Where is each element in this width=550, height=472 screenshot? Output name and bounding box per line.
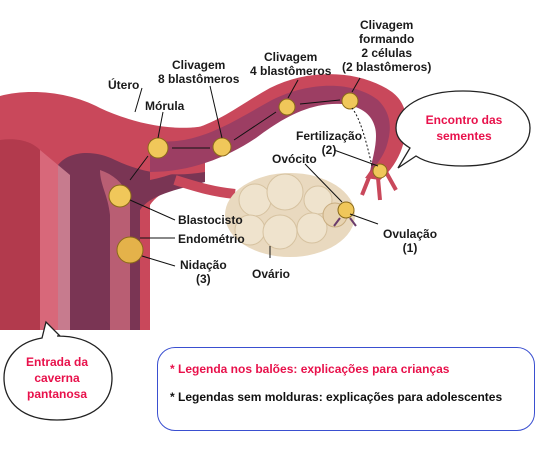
fallopian-tube: [150, 74, 407, 201]
label-ovulacao: Ovulação (1): [383, 227, 438, 255]
label-nidacao: Nidação (3): [180, 258, 227, 286]
four-cell-embryo: [278, 98, 296, 116]
legend-box: [157, 347, 535, 431]
implanted-embryo: [116, 236, 144, 264]
blastocyst-cell: [108, 184, 132, 208]
legend-line-adolescents: * Legendas sem molduras: explicações par…: [170, 390, 503, 404]
label-clivagem-2: Clivagem formando 2 células (2 blastômer…: [342, 18, 432, 74]
leader-lines: [129, 77, 379, 267]
speech-bubble-entrada: [3, 320, 113, 421]
label-ovocito: Ovócito: [272, 152, 317, 166]
uterus: [0, 92, 205, 330]
label-utero: Útero: [108, 78, 140, 92]
ovary: [225, 173, 355, 257]
fertilized-egg: [372, 163, 388, 179]
label-fertilizacao: Fertilização (2): [296, 129, 363, 157]
bubble-text-entrada: Entrada da caverna pantanosa: [25, 355, 88, 401]
label-clivagem-8: Clivagem 8 blastômeros: [158, 58, 240, 86]
path-arrow: [129, 155, 149, 181]
eight-cell-embryo: [212, 137, 232, 157]
label-morula: Mórula: [145, 99, 185, 113]
path-arrow: [299, 99, 341, 105]
label-endometrio: Endométrio: [178, 232, 245, 246]
two-cell-embryo: [341, 92, 359, 110]
label-ovario: Ovário: [252, 267, 291, 281]
morula-cell: [147, 137, 169, 159]
bubble-text-encontro: Encontro das sementes: [425, 113, 503, 143]
speech-bubble-encontro: [395, 90, 531, 169]
label-blastocisto: Blastocisto: [178, 213, 243, 227]
path-arrow: [233, 111, 277, 141]
path-arrow: [351, 107, 373, 167]
ovarian-ligament: [173, 175, 236, 199]
label-clivagem-4: Clivagem 4 blastômeros: [250, 50, 332, 78]
ovulation-rays: [333, 217, 357, 227]
ovocyte-cell: [337, 201, 355, 219]
legend-line-children: * Legenda nos balões: explicações para c…: [170, 362, 450, 376]
